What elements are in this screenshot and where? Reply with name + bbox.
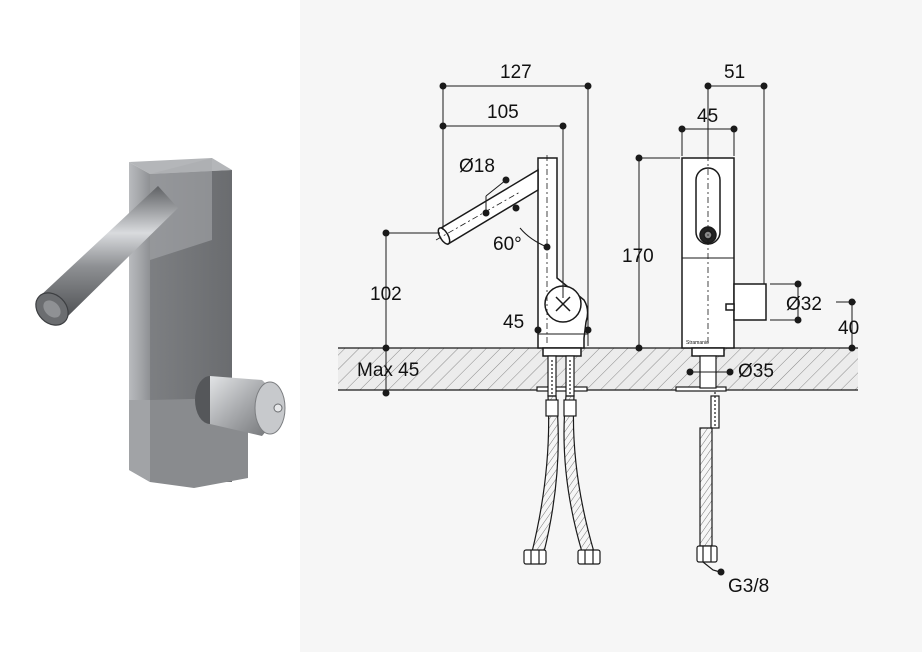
technical-drawing-panel bbox=[300, 0, 922, 652]
svg-text:Stramanio: Stramanio bbox=[686, 340, 709, 346]
temperature-indicator bbox=[273, 403, 283, 413]
hex-nut-icon bbox=[577, 549, 601, 565]
dim-thread-g38: G3/8 bbox=[728, 576, 769, 597]
dim-40: 40 bbox=[838, 318, 859, 339]
faucet-render bbox=[35, 158, 286, 488]
dim-170: 170 bbox=[622, 246, 654, 267]
product-photo-panel bbox=[0, 0, 320, 652]
hex-nut-icon bbox=[696, 545, 718, 563]
side-view bbox=[435, 155, 589, 357]
dim-51: 51 bbox=[724, 62, 745, 83]
dim-angle-60: 60° bbox=[493, 234, 522, 255]
dim-max-45: Max 45 bbox=[357, 360, 419, 381]
dim-127: 127 bbox=[500, 62, 532, 83]
dimension-labels: 127 105 Ø18 60° 102 45 Max 45 51 45 170 … bbox=[357, 62, 859, 597]
supply-hoses bbox=[523, 355, 727, 573]
dim-diameter-32: Ø32 bbox=[786, 294, 822, 315]
countertop-section bbox=[338, 347, 858, 391]
dim-45-base: 45 bbox=[503, 312, 524, 333]
dim-105: 105 bbox=[487, 102, 519, 123]
dim-45-top: 45 bbox=[697, 106, 718, 127]
dim-102: 102 bbox=[370, 284, 402, 305]
dim-diameter-35: Ø35 bbox=[738, 361, 774, 382]
hex-nut-icon bbox=[523, 549, 547, 565]
dimension-lines bbox=[340, 82, 856, 576]
front-view: Stramanio bbox=[681, 155, 767, 357]
spout bbox=[40, 186, 178, 320]
dim-diameter-18: Ø18 bbox=[459, 156, 495, 177]
